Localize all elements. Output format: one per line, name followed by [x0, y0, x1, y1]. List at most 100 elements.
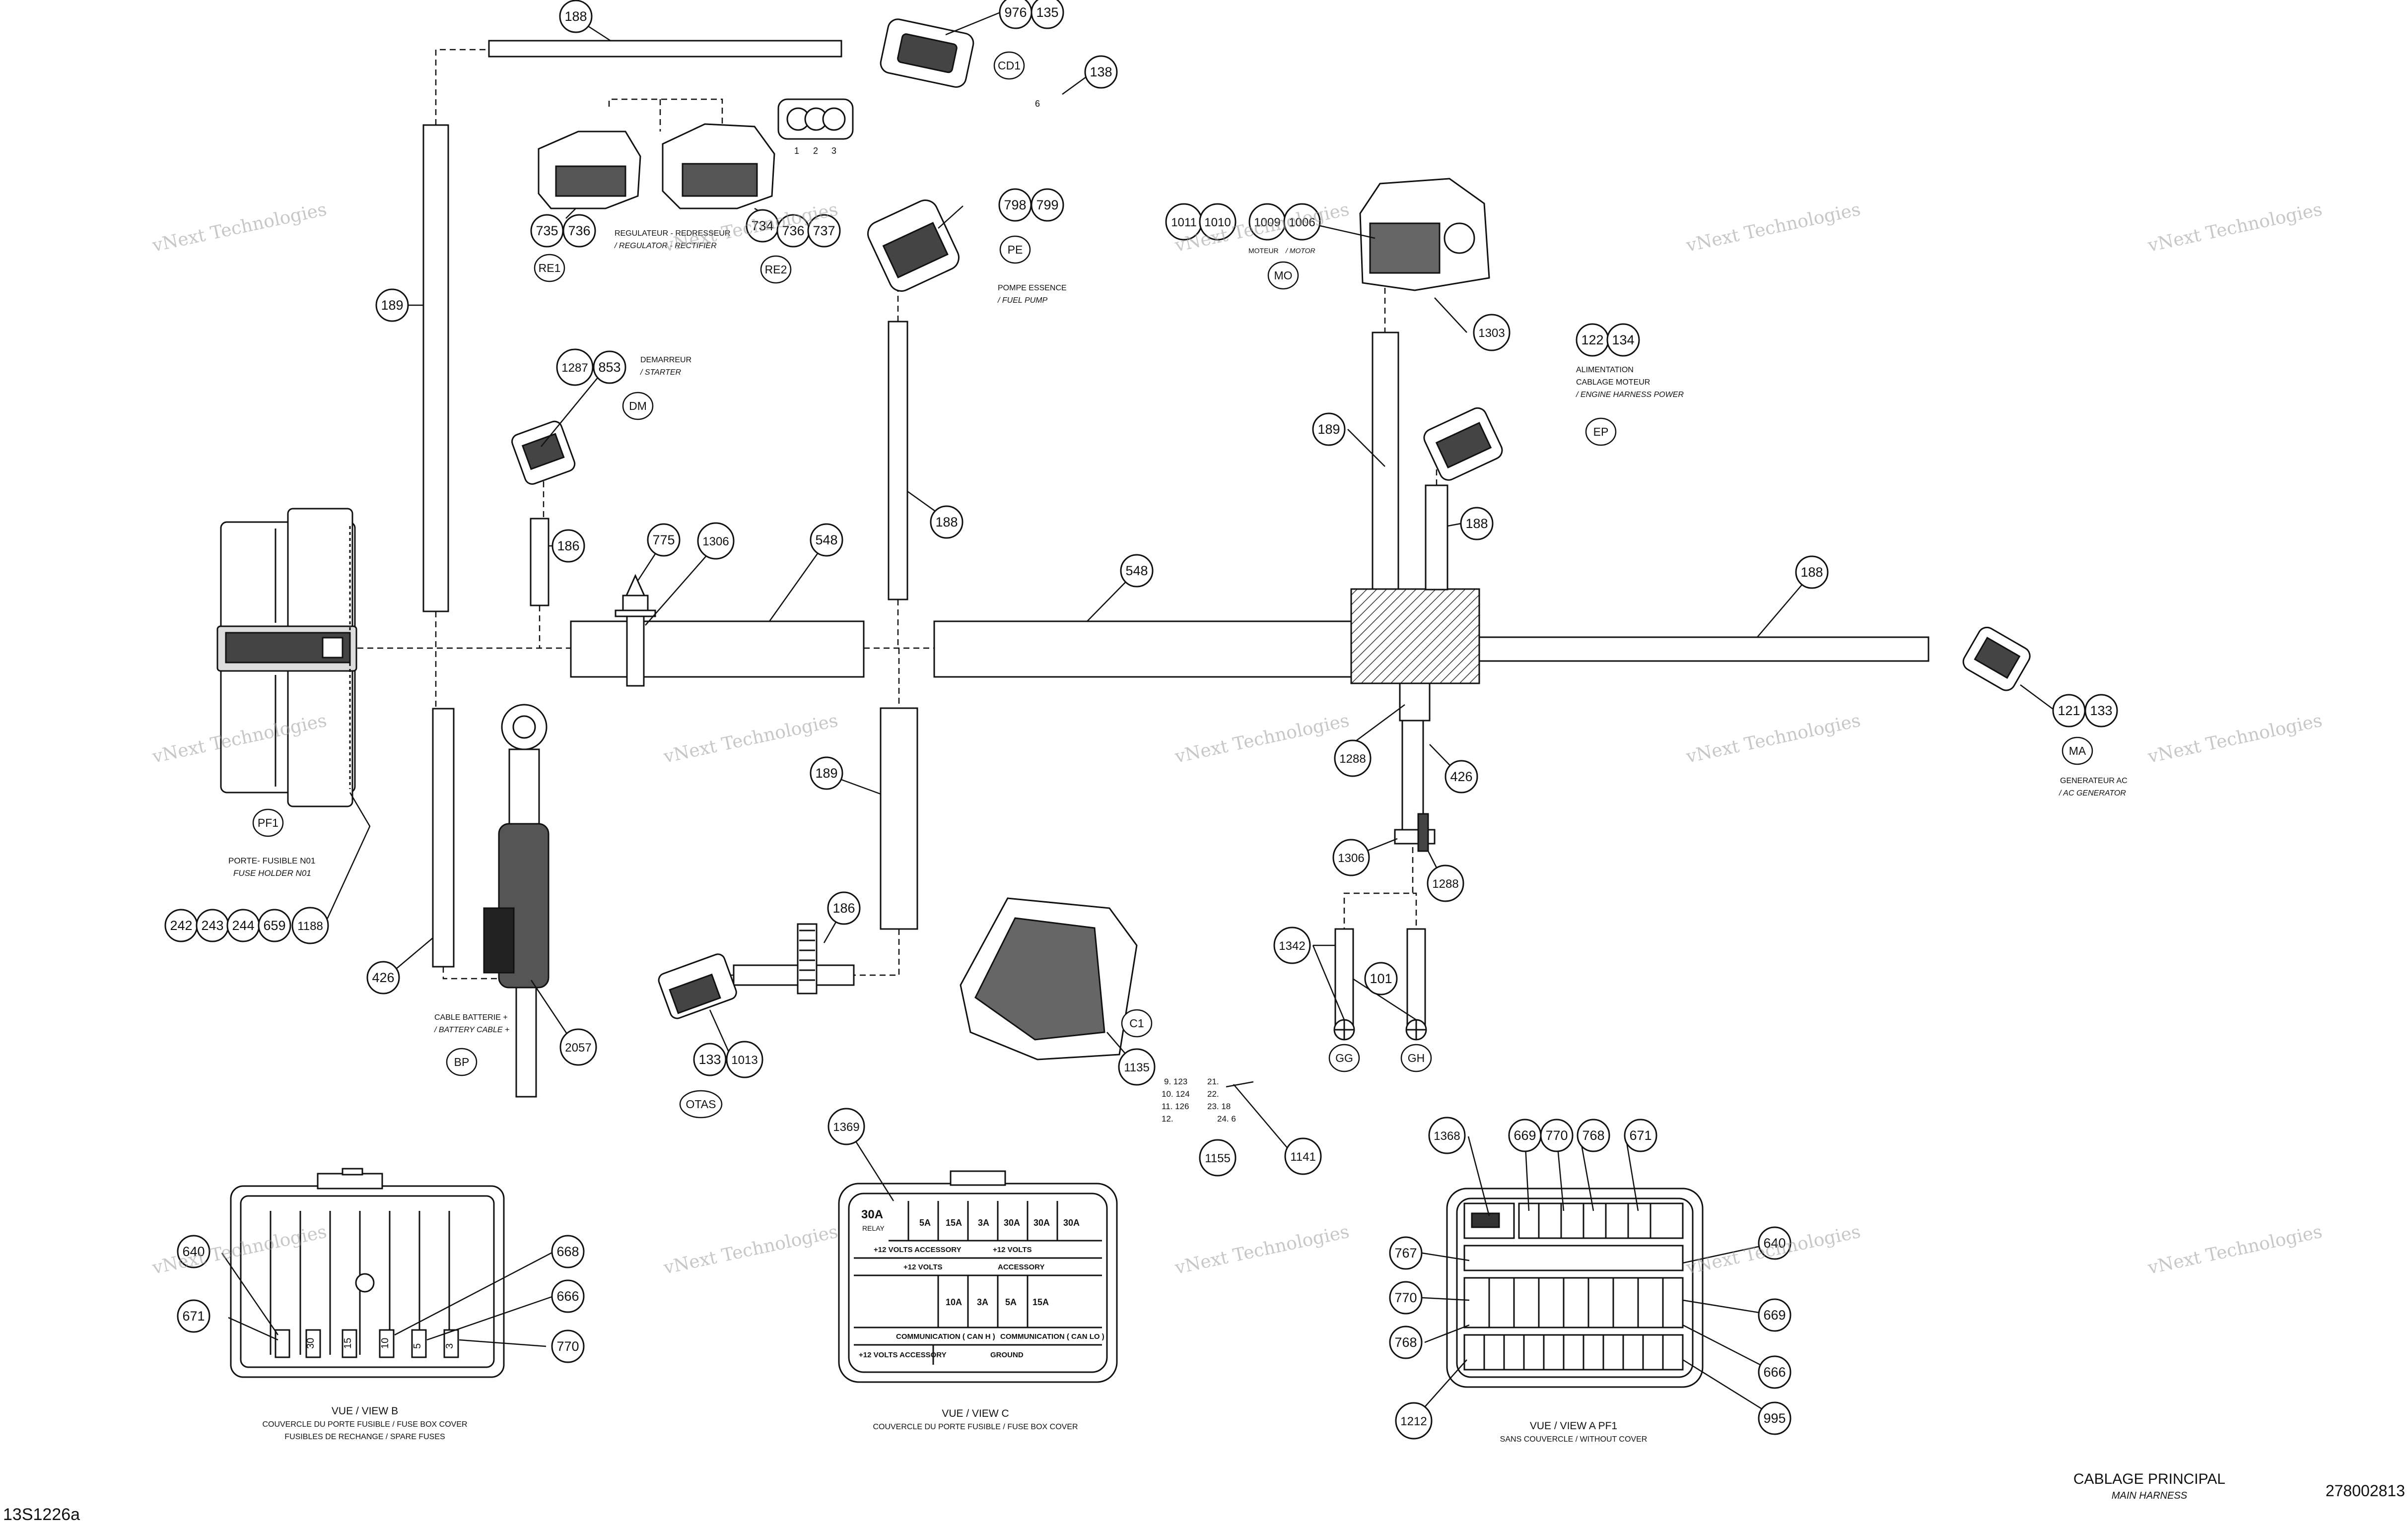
callout-label: 1141 — [1290, 1150, 1316, 1164]
callout-1141: 1141 — [1284, 1137, 1322, 1175]
callout-1006: 1006 — [1283, 203, 1321, 241]
callout-735: 735 — [530, 214, 564, 248]
view-b-title: VUE / VIEW B — [332, 1405, 398, 1417]
callout-label: 770 — [556, 1339, 579, 1354]
callout-671: 671 — [177, 1299, 210, 1333]
callout-label: 138 — [1090, 65, 1112, 79]
connector-id-gg: GG — [1328, 1044, 1360, 1072]
fuse-top-5: 30A — [1033, 1218, 1050, 1228]
callout-1287: 1287 — [556, 348, 594, 386]
connector-ma — [1962, 626, 2031, 691]
watermark-text: vNext Technologies — [2145, 711, 2324, 768]
pin-row-2: 10. 124 — [1162, 1089, 1190, 1099]
callout-976: 976 — [999, 0, 1032, 29]
clip-1306 — [1394, 813, 1436, 852]
watermark-text: vNext Technologies — [2145, 1222, 2324, 1279]
pin-row-6: 22. — [1207, 1089, 1219, 1099]
connector-id-label: GG — [1335, 1052, 1353, 1064]
note-fuse-en: FUSE HOLDER N01 — [233, 868, 311, 878]
connector-id-label: MO — [1274, 269, 1292, 282]
view-c-sub1: COUVERCLE DU PORTE FUSIBLE / FUSE BOX CO… — [873, 1423, 1078, 1431]
callout-138: 138 — [1084, 55, 1118, 89]
note-starter-fr: DEMARREUR — [640, 356, 691, 364]
connector-id-label: C1 — [1129, 1017, 1144, 1030]
callout-label: 1306 — [702, 535, 729, 548]
callout-426: 426 — [1445, 760, 1478, 794]
callout-label: 188 — [564, 9, 587, 24]
connector-id-label: DM — [629, 399, 647, 412]
callout-label: 640 — [1763, 1236, 1786, 1251]
pin-row-5: 21. — [1207, 1077, 1219, 1086]
callout-135: 135 — [1031, 0, 1064, 29]
spare-fuse-10: 10 — [380, 1338, 391, 1349]
callout-770: 770 — [1389, 1281, 1423, 1315]
view-b-fuse-cover — [230, 1168, 505, 1378]
callout-label: 1303 — [1478, 327, 1505, 340]
callout-244: 244 — [226, 909, 260, 942]
title-en: MAIN HARNESS — [2112, 1490, 2188, 1501]
fuse-mid-1: 10A — [946, 1297, 962, 1307]
callout-995: 995 — [1758, 1401, 1791, 1435]
callout-736: 736 — [776, 214, 810, 248]
view-titles: VUE / VIEW B COUVERCLE DU PORTE FUSIBLE … — [262, 1405, 1647, 1444]
callout-133: 133 — [2084, 694, 2118, 728]
watermark-text: vNext Technologies — [150, 199, 328, 257]
fuse-mid-3: 5A — [1005, 1297, 1017, 1307]
main-harness-trunk — [570, 588, 1929, 722]
pin-1: 1 — [794, 146, 799, 156]
fuse-mid-4: 15A — [1032, 1297, 1049, 1307]
callout-label: 1369 — [833, 1121, 859, 1134]
drawing-code: 13S1226a — [3, 1505, 80, 1524]
callout-1135: 1135 — [1118, 1048, 1156, 1086]
callout-label: 1188 — [297, 920, 323, 933]
pin-row-8: 24. 6 — [1217, 1114, 1236, 1124]
fuse-mid-2: 3A — [977, 1297, 988, 1307]
callout-label: 1010 — [1204, 216, 1231, 229]
connector-id-c1: C1 — [1121, 1009, 1153, 1038]
callout-1009: 1009 — [1248, 203, 1286, 241]
connector-re2 — [662, 123, 775, 209]
callout-label: 548 — [1125, 563, 1148, 578]
callout-label: 186 — [557, 538, 579, 553]
callout-775: 775 — [647, 523, 681, 557]
callout-133: 133 — [693, 1043, 727, 1076]
callout-1288: 1288 — [1334, 739, 1372, 777]
callout-242: 242 — [164, 909, 198, 942]
connector-id-ma: MA — [2062, 736, 2093, 765]
marker-186 — [799, 929, 815, 981]
callout-label: 640 — [182, 1244, 205, 1259]
three-pin-receptacle — [777, 98, 854, 140]
callout-label: 134 — [1612, 332, 1634, 347]
callout-label: 737 — [813, 223, 835, 238]
callout-189: 189 — [375, 288, 409, 322]
note-ma-en: / AC GENERATOR — [2059, 789, 2126, 797]
callout-101: 101 — [1364, 962, 1398, 995]
callout-label: 671 — [1629, 1128, 1651, 1143]
harness-branches — [422, 40, 1448, 1098]
callout-736: 736 — [562, 214, 596, 248]
pin-3: 3 — [831, 146, 836, 156]
callout-label: 133 — [698, 1052, 721, 1067]
view-a-title: VUE / VIEW A PF1 — [1530, 1420, 1617, 1432]
callout-label: 244 — [232, 918, 254, 933]
callout-668: 668 — [551, 1235, 585, 1268]
view-c-title: VUE / VIEW C — [942, 1408, 1009, 1419]
note-bat-fr: CABLE BATTERIE + — [434, 1013, 508, 1022]
callout-122: 122 — [1576, 323, 1609, 357]
callout-737: 737 — [807, 214, 841, 248]
callout-label: 1342 — [1279, 939, 1305, 953]
callout-659: 659 — [258, 909, 291, 942]
callout-label: 768 — [1394, 1335, 1417, 1350]
callout-666: 666 — [1758, 1355, 1791, 1389]
callout-767: 767 — [1389, 1236, 1423, 1270]
note-ep-1: ALIMENTATION — [1576, 366, 1634, 374]
callout-label: 798 — [1004, 198, 1026, 212]
pin-row-4: 12. — [1162, 1114, 1173, 1124]
fuse-top-4: 30A — [1004, 1218, 1020, 1228]
connector-cd1 — [880, 18, 974, 88]
callout-label: 668 — [556, 1244, 579, 1259]
spare-fuse-30: 30 — [305, 1338, 316, 1349]
callout-188: 188 — [930, 505, 963, 539]
